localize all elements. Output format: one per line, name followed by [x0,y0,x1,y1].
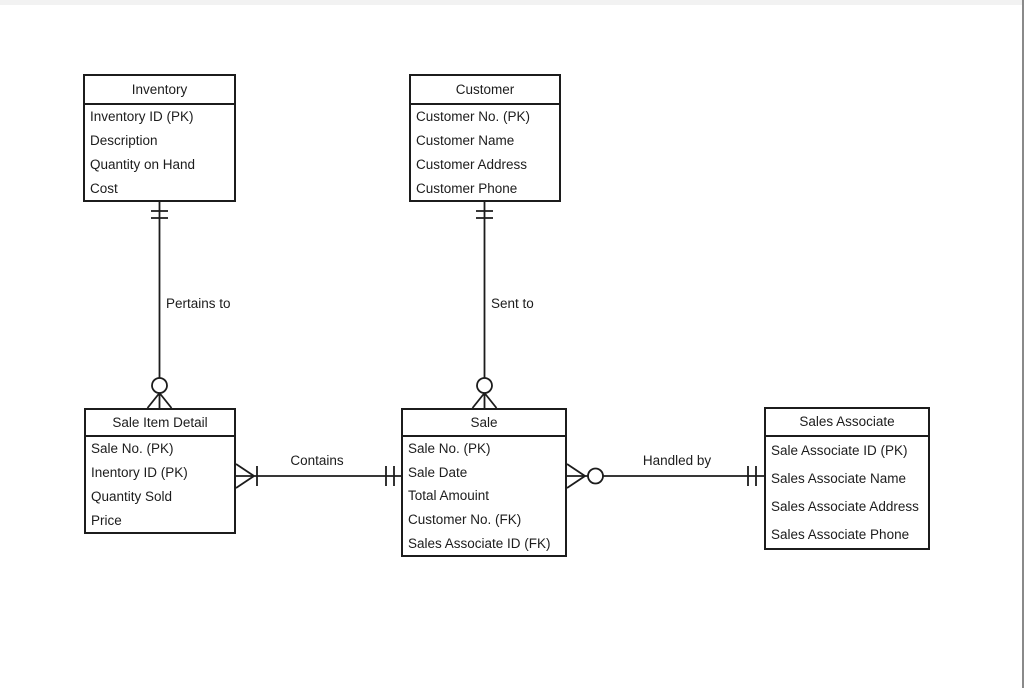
relationship-label-handled-by: Handled by [642,453,712,468]
entity-field: Quantity Sold [91,488,173,504]
cardinality-crow-foot [471,392,498,409]
entity-title: Sales Associate [766,409,928,437]
cardinality-crow-foot [235,463,255,489]
relationship-label-pertains-to: Pertains to [166,296,231,311]
entity-field: Sale Associate ID (PK) [771,443,908,459]
entity-field: Sale Date [408,464,468,480]
entity-field-list: Sale Associate ID (PK) Sales Associate Na… [766,437,928,548]
cardinality-zero-circle [476,377,493,394]
entity-field-list: Sale No. (PK) Inentory ID (PK) Quantity So… [86,437,234,532]
window-right-edge [1022,0,1024,688]
cardinality-zero-circle [151,377,168,394]
entity-field: Customer Phone [416,180,518,196]
entity-field: Sale No. (PK) [91,441,174,457]
entity-field: Sales Associate Phone [771,526,910,542]
relationship-label-sent-to: Sent to [491,296,534,311]
cardinality-crow-foot [566,463,586,489]
entity-title: Customer [411,76,559,105]
entity-field: Description [90,133,158,149]
entity-field: Sales Associate Address [771,498,919,514]
entity-field: Sales Associate Name [771,471,907,487]
top-edge-strip [0,0,1024,5]
connector-sent-to [471,202,498,409]
cardinality-zero-circle [587,467,604,485]
entity-field: Sale No. (PK) [408,441,491,457]
entity-title: Sale [403,410,565,437]
entity-field: Sales Associate ID (FK) [408,535,551,551]
connector-handled-by [566,463,764,489]
entity-field: Total Amouint [408,488,490,504]
entity-field: Cost [90,180,118,196]
entity-field: Quantity on Hand [90,156,196,172]
cardinality-crow-foot [146,392,173,409]
entity-field: Customer Address [416,156,528,172]
entity-field: Inventory ID (PK) [90,109,194,125]
entity-field: Price [91,512,122,528]
relationship-label-contains: Contains [290,453,344,468]
connector-contains [235,463,401,489]
connector-pertains-to [146,202,173,409]
entity-field: Customer No. (PK) [416,109,531,125]
entity-title: Inventory [85,76,234,105]
entity-field: Customer Name [416,133,515,149]
entity-field: Inentory ID (PK) [91,465,188,481]
entity-title: Sale Item Detail [86,410,234,437]
entity-field: Customer No. (FK) [408,512,522,528]
